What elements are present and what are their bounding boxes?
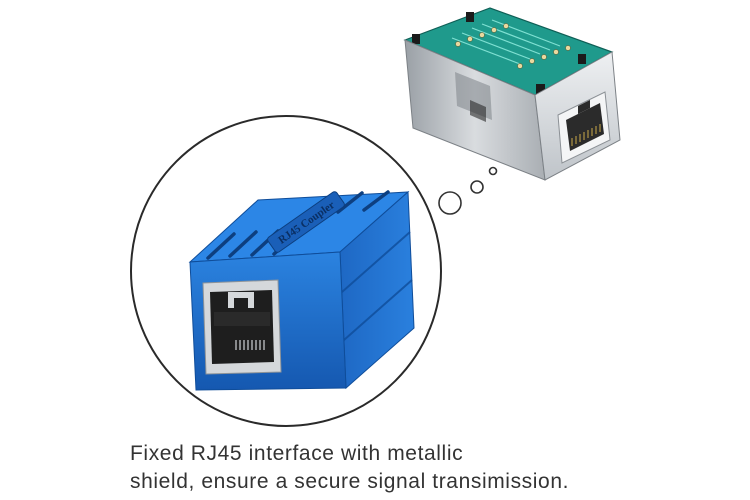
- pcb-posts: [412, 12, 586, 95]
- thought-bubbles: [438, 166, 498, 215]
- metal-coupler-image: [403, 7, 621, 181]
- caption-line-1: Fixed RJ45 interface with metallic: [130, 442, 464, 465]
- caption-line-2: shield, ensure a secure signal transimis…: [130, 470, 570, 493]
- bubble-medium: [470, 180, 484, 194]
- coupler-rj45-port: [202, 279, 282, 375]
- bubble-large: [438, 191, 462, 215]
- metal-rj45-port: [557, 91, 611, 164]
- bubble-small: [488, 166, 498, 176]
- pcb-pins: [455, 23, 571, 69]
- blue-coupler-image: RJ45 Coupler: [188, 190, 415, 391]
- caption: Fixed RJ45 interface with metallic shiel…: [130, 440, 690, 496]
